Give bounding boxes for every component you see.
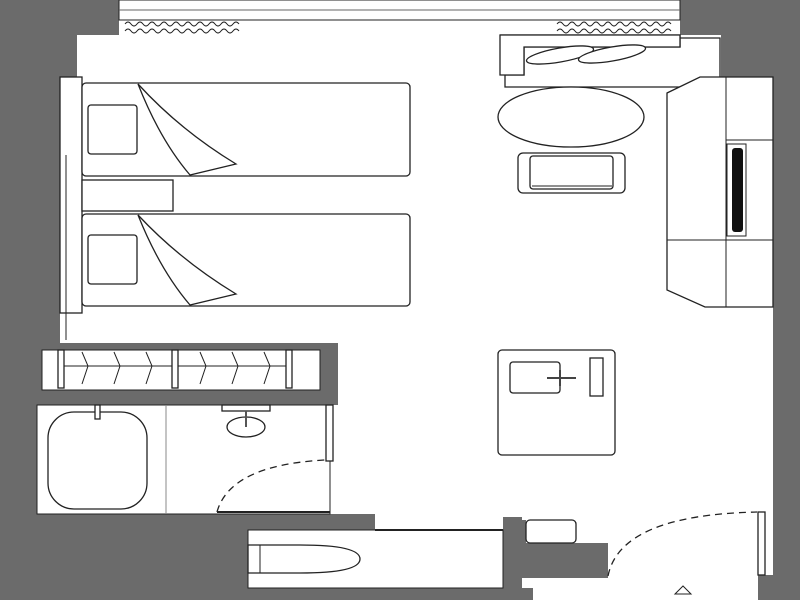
toilet-room <box>247 529 504 589</box>
round-table <box>497 86 645 148</box>
twin-bed <box>81 82 411 177</box>
blanket-fold <box>137 214 238 306</box>
toilet <box>247 544 361 574</box>
sofa <box>499 34 721 88</box>
entrance-door[interactable] <box>757 511 766 576</box>
blanket-fold <box>137 83 238 176</box>
bathtub <box>47 411 148 510</box>
nightstand <box>81 179 174 212</box>
sink <box>221 404 271 438</box>
twin-bed <box>81 213 411 307</box>
tv-cabinet <box>666 76 774 308</box>
ottoman <box>577 44 647 64</box>
ottoman <box>525 45 595 65</box>
headboard-panel <box>59 76 83 340</box>
door-swing-icon <box>216 459 326 513</box>
armchair <box>517 152 626 194</box>
pillow <box>87 234 138 285</box>
curtain-icon <box>124 21 672 34</box>
entrance-arrow-icon <box>673 585 693 595</box>
bathroom <box>36 404 334 515</box>
luggage-rack <box>525 519 577 544</box>
pillow <box>87 104 138 155</box>
door-swing-icon <box>607 511 758 577</box>
desk <box>497 349 616 456</box>
window <box>118 0 681 21</box>
glass-partition <box>325 404 334 462</box>
wardrobe <box>41 349 321 391</box>
